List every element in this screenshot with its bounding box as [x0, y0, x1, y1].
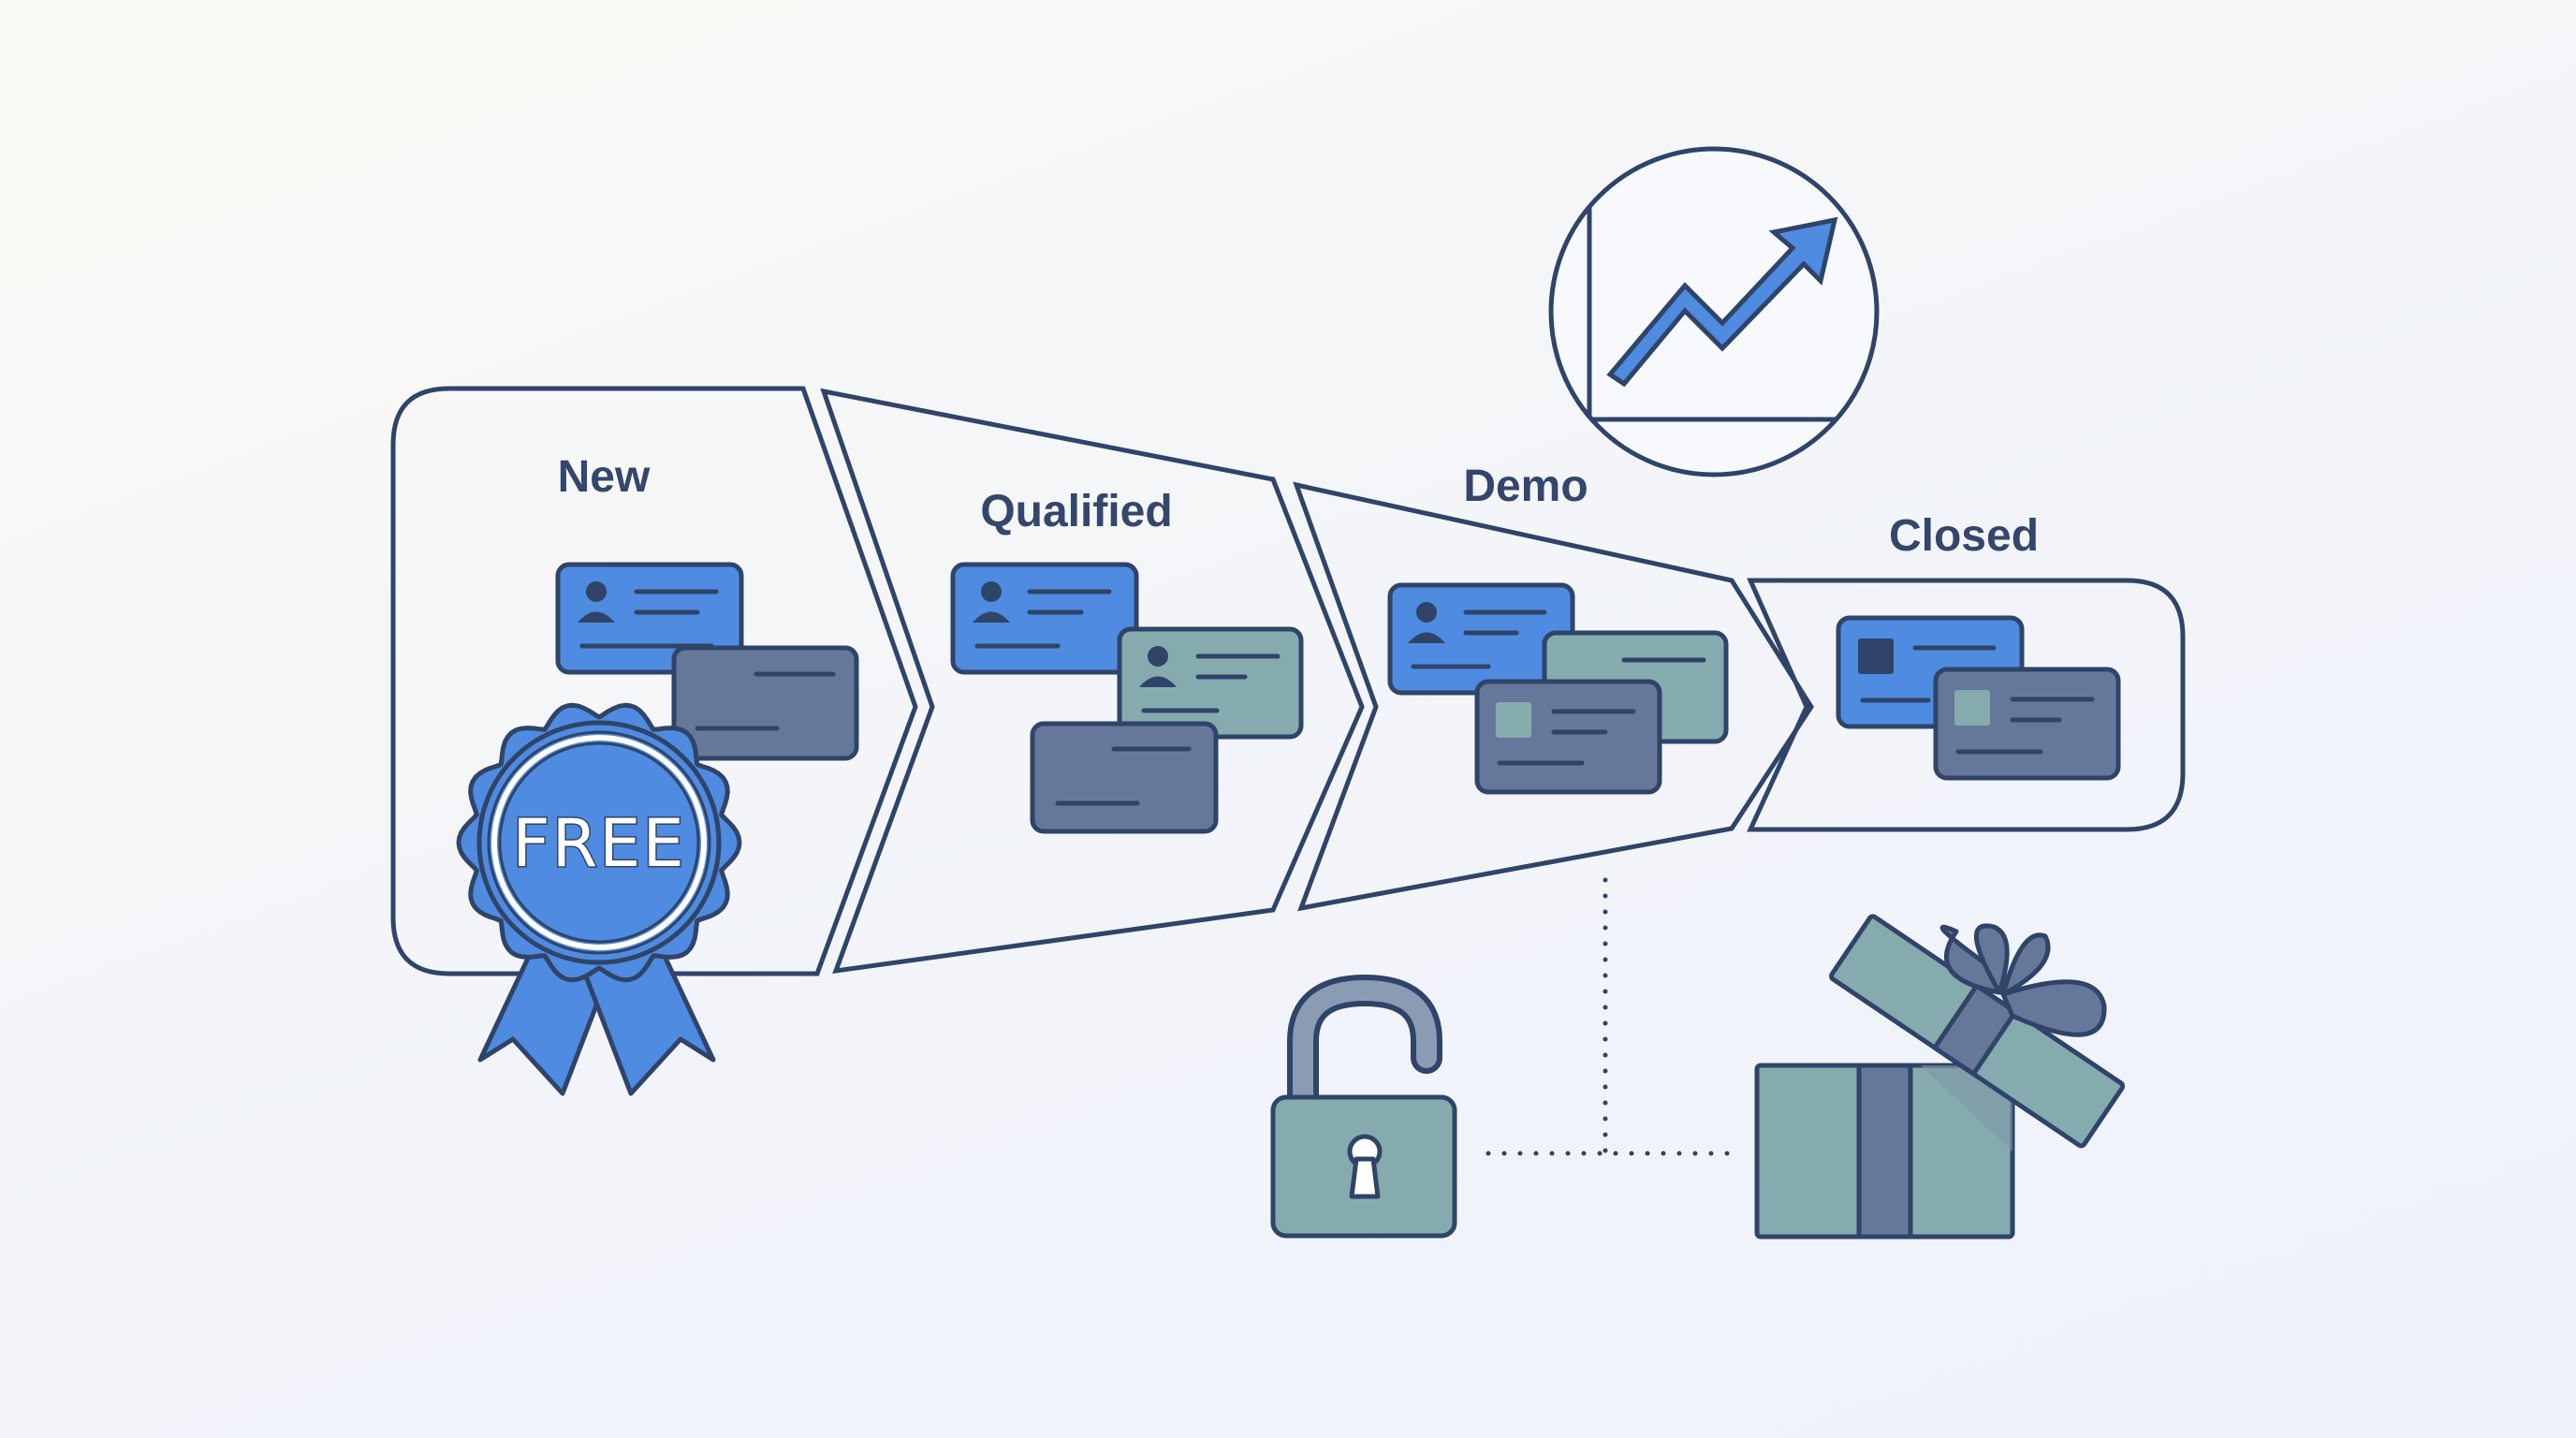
photo-placeholder-icon [1858, 638, 1894, 674]
stage-demo-shape [1293, 481, 1814, 912]
stage-closed-shape [1747, 578, 2186, 832]
contact-card [950, 562, 1139, 675]
contact-card [1030, 721, 1219, 834]
photo-placeholder-icon [1954, 690, 1990, 726]
contact-card [1933, 667, 2121, 781]
gift-bow-icon [1939, 923, 2107, 1037]
contact-card [555, 562, 744, 675]
stage-label-closed: Closed [1889, 511, 2039, 561]
stage-label-qualified: Qualified [980, 487, 1172, 536]
person-icon [1408, 602, 1445, 643]
badge-free-text: FREE [512, 805, 685, 882]
photo-placeholder-icon [1496, 702, 1531, 738]
contact-card [1474, 679, 1662, 795]
rosette-ribbon-icon [456, 702, 742, 1096]
contact-card [1117, 626, 1304, 740]
dotted-connector [1486, 877, 1734, 1156]
open-gift-box-icon [1754, 914, 2126, 1240]
contact-card [671, 645, 859, 761]
stage-new-shape [390, 386, 918, 976]
stage-label-demo: Demo [1463, 462, 1588, 511]
trending-up-chart-icon [1548, 146, 1880, 477]
person-icon [1139, 646, 1177, 687]
unlocked-padlock-icon [1270, 975, 1457, 1239]
person-icon [578, 581, 615, 623]
keyhole-icon [1347, 1134, 1383, 1199]
person-icon [973, 581, 1010, 623]
stage-label-new: New [558, 452, 651, 502]
stage-qualified-shape [820, 388, 1365, 975]
